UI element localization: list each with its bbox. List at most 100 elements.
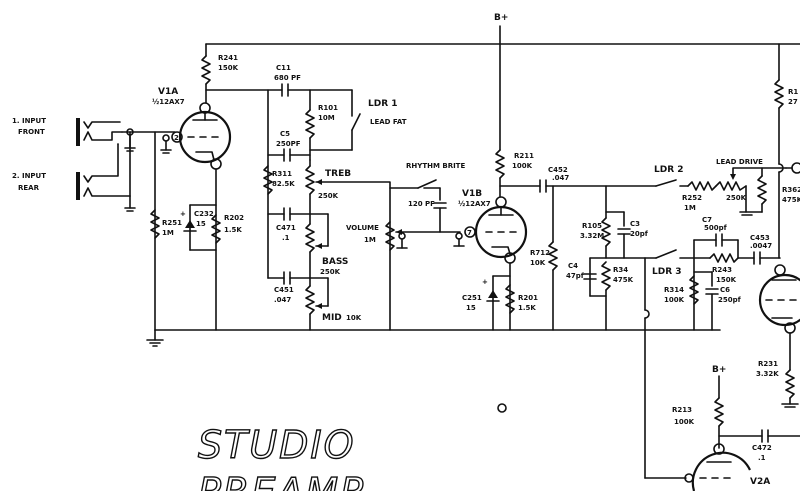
b-plus-label-top: B+	[494, 13, 508, 23]
input-front-label: 1. INPUT	[12, 117, 46, 125]
terminal-circle	[497, 403, 507, 413]
resistor-r712: R712 10K	[530, 185, 558, 331]
input-jack-front[interactable]: 1. INPUT FRONT	[12, 117, 176, 152]
svg-text:R241: R241	[218, 54, 238, 62]
v1a-ref: V1A	[158, 87, 178, 97]
c453-value: .0047	[750, 242, 772, 250]
volume-label: VOLUME	[346, 224, 379, 232]
c232-plus: +	[180, 210, 186, 218]
input-rear-label: 2. INPUT	[12, 172, 46, 180]
capacitor-c471: C471 .1	[267, 207, 329, 242]
r314-value: 100K	[664, 296, 685, 304]
bright-cap-value: 120 PF	[408, 200, 435, 208]
svg-text:1M: 1M	[162, 229, 174, 237]
ldr1-label: LDR 1	[368, 99, 398, 109]
c7-value: 500pf	[704, 224, 728, 232]
svg-text:2: 2	[174, 134, 179, 142]
r362-ref: R362	[782, 186, 800, 194]
svg-text:R211: R211	[514, 152, 534, 160]
switch-ldr2[interactable]: LDR 2	[654, 165, 689, 187]
v1a-grid-input	[154, 131, 172, 331]
r202-ref: R202	[224, 214, 244, 222]
svg-text:250PF: 250PF	[276, 140, 301, 148]
svg-text:150K: 150K	[218, 64, 239, 72]
r231-value: 3.32K	[756, 370, 779, 378]
treble-label: TREB	[325, 169, 351, 179]
pot-mid[interactable]: MID 10K	[305, 251, 362, 331]
svg-text:C471: C471	[276, 224, 296, 232]
b-plus-label-bottom: B+	[712, 365, 726, 375]
svg-text:C452: C452	[548, 166, 568, 174]
ldr3-label: LDR 3	[652, 267, 682, 277]
c3-value: 20pf	[630, 230, 649, 238]
r213-ref: R213	[672, 406, 692, 414]
v2a-ref: V2A	[750, 477, 770, 487]
svg-text:82.5K: 82.5K	[272, 180, 295, 188]
c251-value: 15	[466, 304, 476, 312]
c4-ref: C4	[568, 262, 578, 270]
capacitor-c5: C5 250PF	[267, 130, 311, 162]
v1b-type: ½12AX7	[458, 200, 491, 208]
volume-value: 1M	[364, 236, 376, 244]
c3-ref: C3	[630, 220, 640, 228]
pot-bass[interactable]: BASS 250K	[305, 193, 348, 276]
v1a-cathode-network: + C232 15 R202 1.5K	[180, 168, 244, 331]
ldr2-label: LDR 2	[654, 165, 684, 175]
tube-v1a: 2 V1A ½12AX7	[152, 87, 232, 170]
resistor-r252: R252 1M	[682, 181, 717, 212]
r243-value: 150K	[716, 276, 737, 284]
r362-value: 475K	[782, 196, 800, 204]
c251-plus: +	[482, 278, 488, 286]
pot-lead-drive[interactable]: LEAD DRIVE 250K	[715, 158, 787, 216]
v1a-type: ½12AX7	[152, 98, 185, 106]
mid-label: MID	[322, 313, 342, 323]
r213-value: 100K	[674, 418, 695, 426]
v2a-grid-feed	[644, 257, 687, 479]
r34-ref: R34	[613, 266, 628, 274]
r314-ref: R314	[664, 286, 684, 294]
right-stage: R1 27 R362 475K R231 3.32K	[756, 43, 800, 408]
mid-value: 10K	[346, 314, 362, 322]
pot-treble[interactable]: TREB 250K	[305, 159, 391, 331]
svg-text:7: 7	[467, 229, 472, 237]
svg-text:R311: R311	[272, 170, 292, 178]
svg-text:10M: 10M	[318, 114, 335, 122]
rhythm-bright-label: RHYTHM BRITE	[406, 162, 465, 170]
resistor-r241: R241 150K	[201, 43, 239, 104]
c251-ref: C251	[462, 294, 482, 302]
c11-ref: C11	[276, 64, 291, 72]
input-jack-rear[interactable]: 2. INPUT REAR	[12, 131, 136, 212]
r231-ref: R231	[758, 360, 778, 368]
treble-value: 250K	[318, 192, 339, 200]
diagram-title-line2: PREAMP	[198, 470, 365, 491]
svg-text:R712: R712	[530, 249, 550, 257]
svg-text:R251: R251	[162, 219, 182, 227]
svg-text:.1: .1	[282, 234, 290, 242]
bass-value: 250K	[320, 268, 341, 276]
resistor-r311: R311 82.5K	[263, 165, 295, 195]
lead-network-1: R105 3.32M C3 20pf C4 47pf R34 475K	[566, 185, 649, 331]
c472-ref: C472	[752, 444, 772, 452]
switch-ldr3[interactable]: LDR 3	[644, 249, 695, 277]
c472-value: .1	[758, 454, 766, 462]
v1b-cathode-network: + C251 15 R201 1.5K	[462, 262, 538, 331]
resistor-r251: R251 1M	[150, 209, 182, 239]
switch-rhythm-bright[interactable]: RHYTHM BRITE 120 PF	[389, 162, 465, 233]
svg-text:100K: 100K	[512, 162, 533, 170]
ground-bus	[146, 329, 646, 347]
c4-value: 47pf	[566, 272, 585, 280]
diagram-title-line1: STUDIO	[198, 423, 356, 467]
tube-v1b: 7 V1B ½12AX7	[453, 189, 528, 264]
c232-ref: C232	[194, 210, 214, 218]
r243-ref: R243	[712, 266, 732, 274]
switch-ldr1[interactable]: LDR 1 LEAD FAT	[309, 89, 407, 151]
pot-volume[interactable]: VOLUME 1M	[346, 221, 461, 251]
svg-text:C5: C5	[280, 130, 290, 138]
input-rear-sub: REAR	[18, 184, 40, 192]
c6-value: 250pf	[718, 296, 742, 304]
r34-value: 475K	[613, 276, 634, 284]
r105-value: 3.32M	[580, 232, 604, 240]
svg-text:.047: .047	[552, 174, 569, 182]
lead-drive-label: LEAD DRIVE	[716, 158, 763, 166]
